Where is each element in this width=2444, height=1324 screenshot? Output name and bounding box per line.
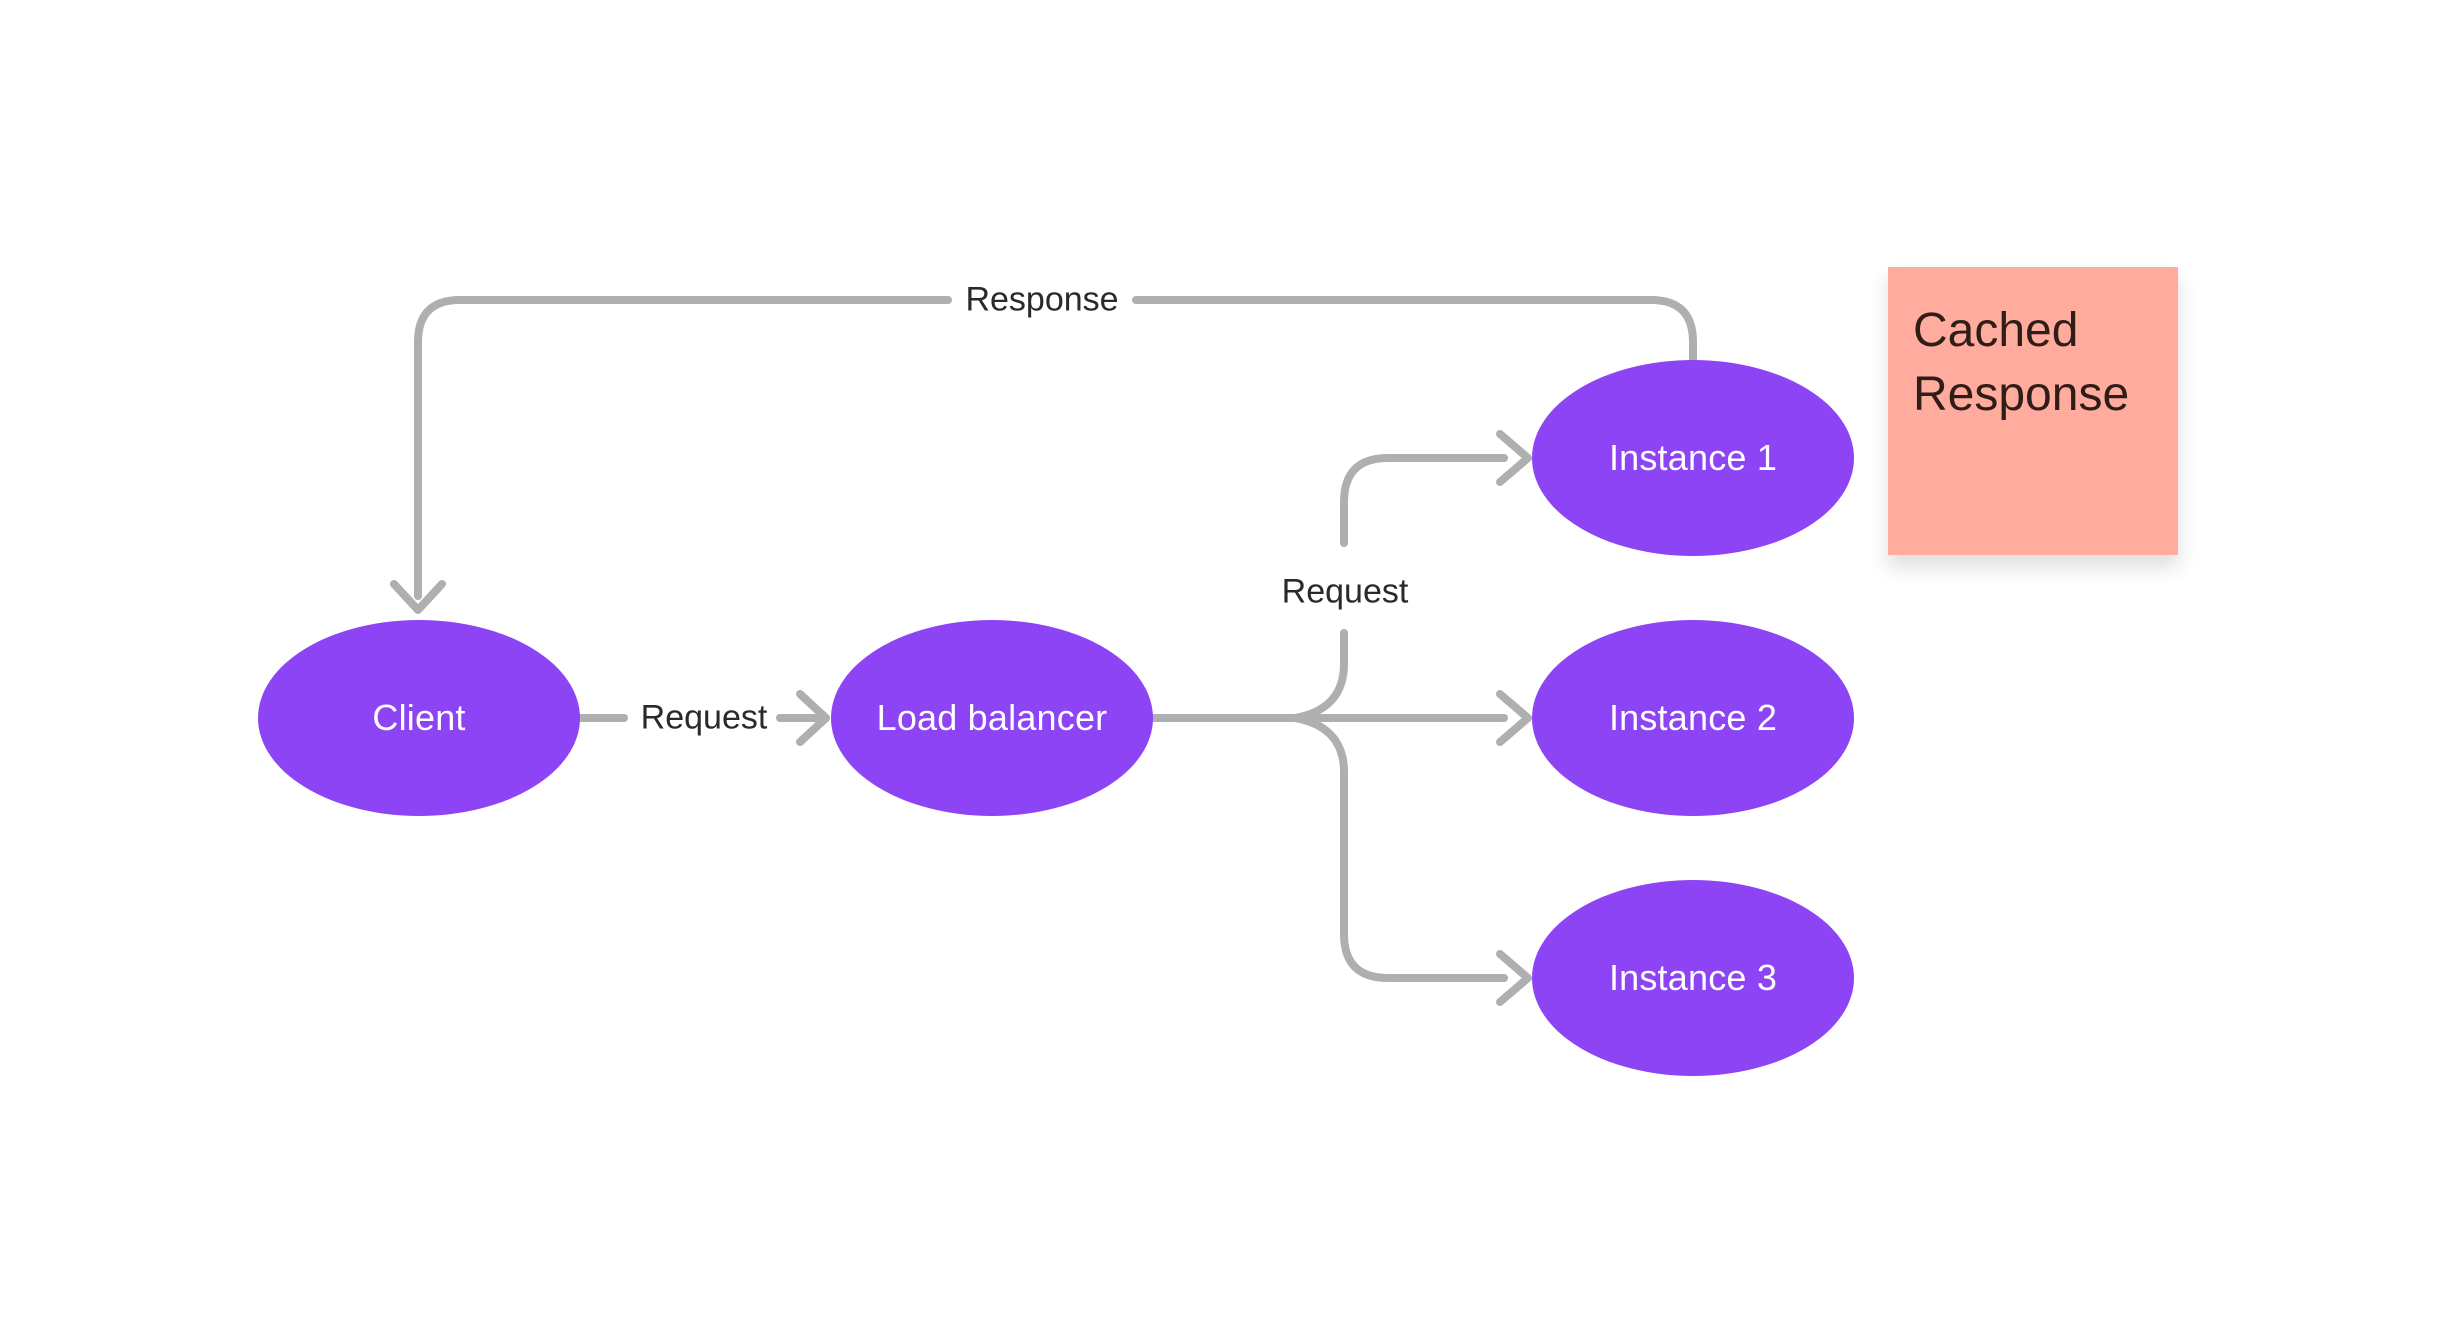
node-instance-3[interactable]: Instance 3 — [1532, 880, 1854, 1076]
arrowhead-right-icon — [796, 690, 830, 746]
node-load-balancer-label: Load balancer — [876, 697, 1108, 738]
node-instance-2-label: Instance 2 — [1608, 697, 1778, 738]
lb-to-instance1-connector-upper[interactable] — [1340, 454, 1508, 547]
node-instance-3-label: Instance 3 — [1608, 957, 1778, 998]
sticky-note-text: Cached Response — [1913, 304, 2130, 421]
node-instance-1[interactable]: Instance 1 — [1532, 360, 1854, 556]
arrowhead-right-icon — [1496, 950, 1532, 1006]
node-load-balancer[interactable]: Load balancer — [831, 620, 1153, 816]
arrowhead-down-icon — [390, 580, 446, 614]
node-client[interactable]: Client — [258, 620, 580, 816]
edge-label-request-client-lb[interactable]: Request — [640, 698, 768, 737]
arrowhead-right-icon — [1496, 690, 1532, 746]
node-instance-2[interactable]: Instance 2 — [1532, 620, 1854, 816]
lb-to-instance3-connector[interactable] — [1291, 714, 1508, 982]
edge-label-request-lb-instances[interactable]: Request — [1281, 572, 1409, 611]
node-client-label: Client — [372, 697, 466, 738]
arrowhead-right-icon — [1496, 430, 1532, 486]
edge-label-response[interactable]: Response — [965, 280, 1119, 319]
response-connector-left-segment[interactable] — [414, 296, 952, 600]
response-connector-right-segment[interactable] — [1132, 296, 1697, 364]
node-instance-1-label: Instance 1 — [1608, 437, 1778, 478]
lb-to-instance1-connector-lower[interactable] — [1291, 629, 1348, 722]
sticky-note-cached-response[interactable]: Cached Response — [1888, 267, 2178, 555]
